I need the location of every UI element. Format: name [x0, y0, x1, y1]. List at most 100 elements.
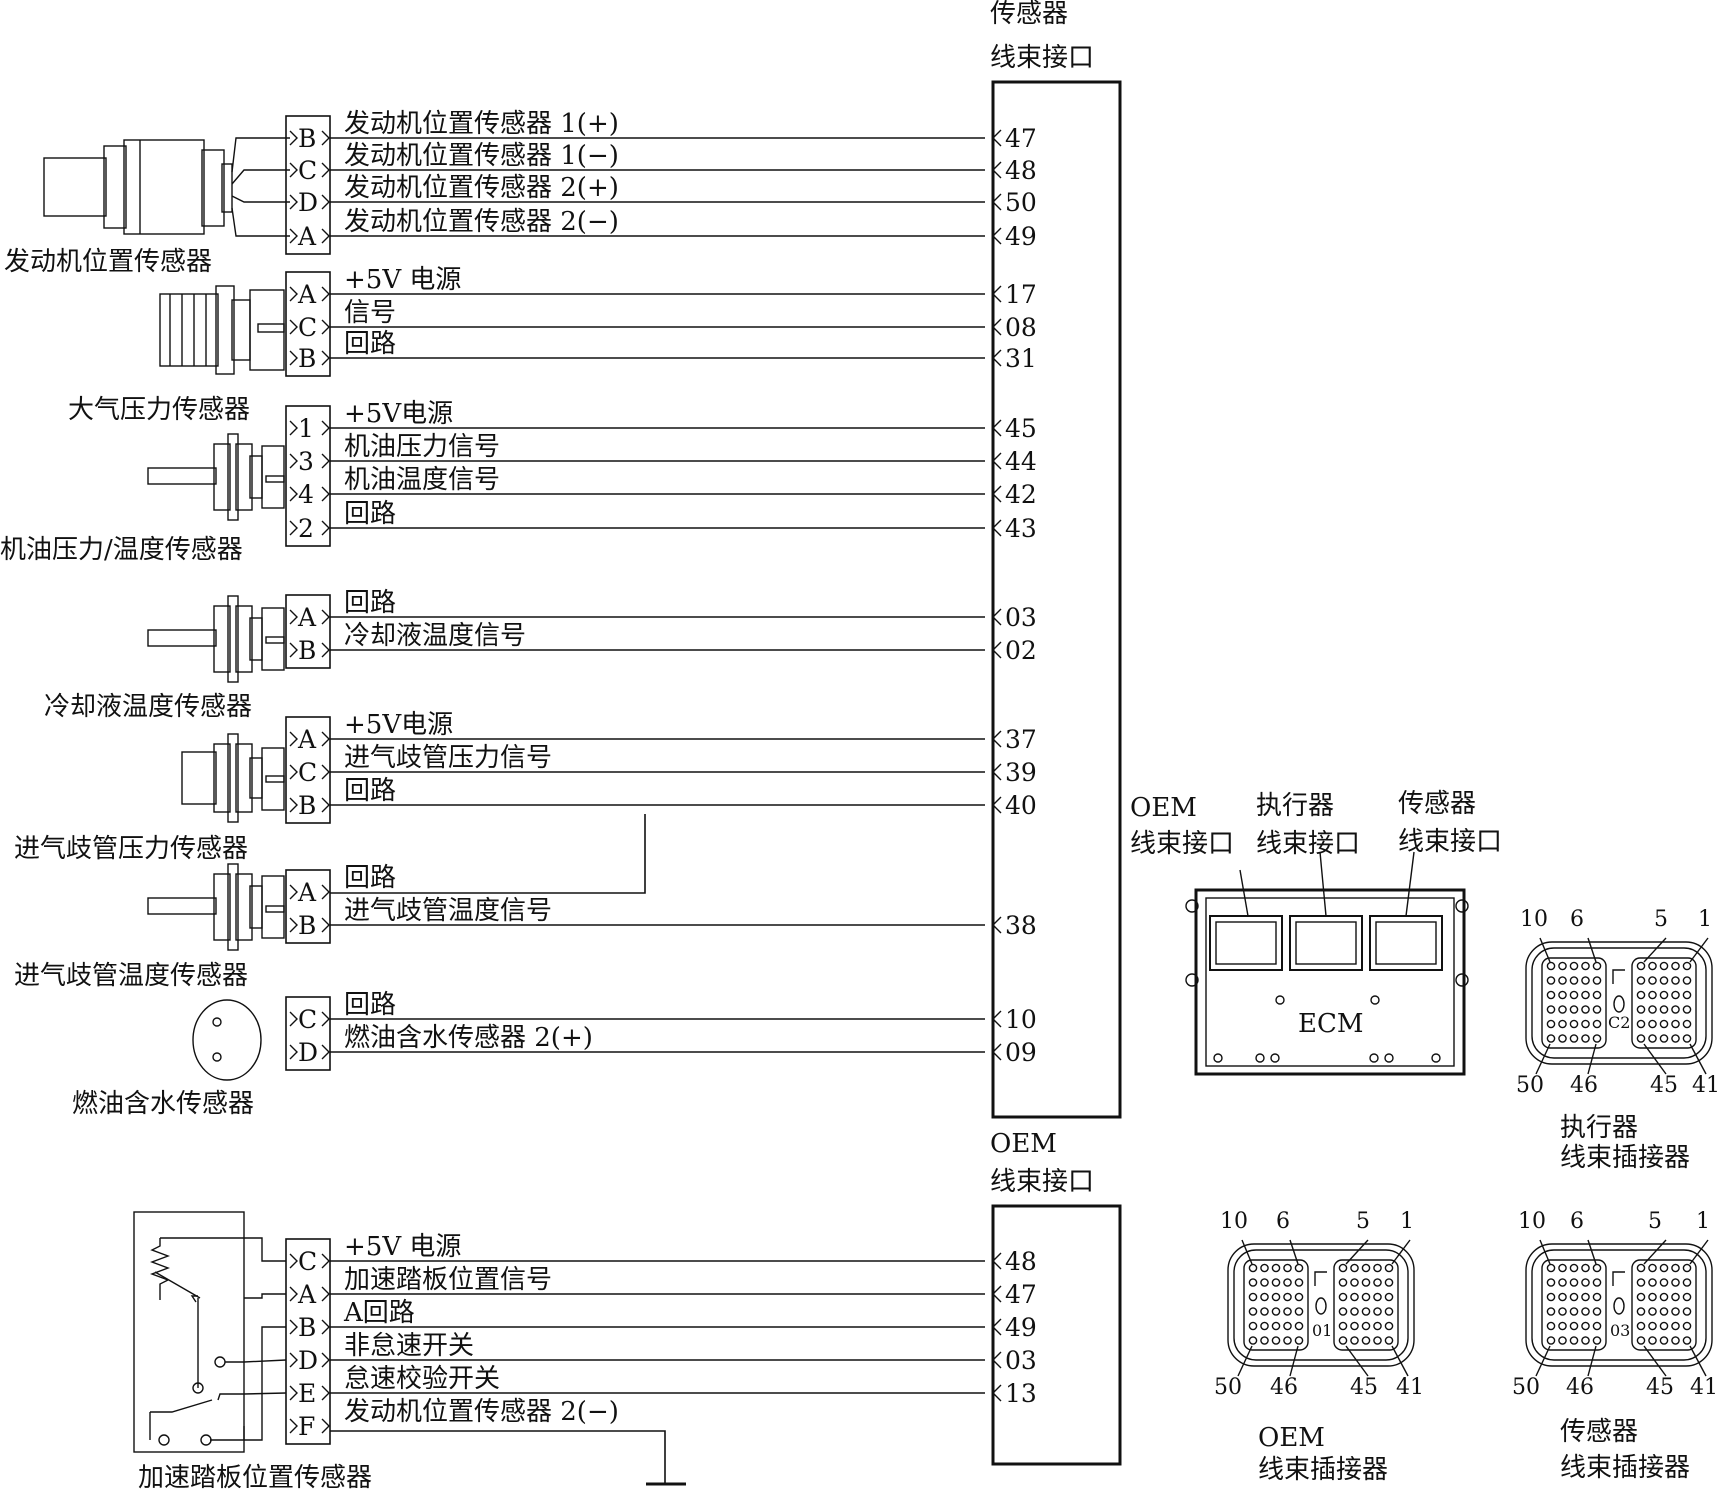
- sensor-1-wire-0-port-chevron-icon: [289, 286, 298, 302]
- connector-0-pin-hole: [1558, 961, 1567, 971]
- connector-1-pin-hole: [1283, 1336, 1292, 1345]
- sensor-2-wire-1-label: 机油压力信号: [344, 432, 500, 462]
- manifold-pressure-sensor-drawing: [181, 733, 285, 823]
- connector-1-pin-hole: [1373, 1278, 1382, 1287]
- pedal-wire-3-pin-chevron-icon: [992, 1351, 1002, 1369]
- connector-0-pin-hole: [1671, 1005, 1680, 1014]
- connector-1-pin-hole: [1294, 1321, 1304, 1331]
- pedal-wire-5-label: 发动机位置传感器 2(−): [344, 1397, 619, 1427]
- connector-1-key-icon: [1315, 1297, 1327, 1315]
- connector-2-pin-hole: [1546, 1336, 1556, 1345]
- pedal-internal-wire-e: [243, 1392, 287, 1395]
- sensor-4-wire-0-port-chevron-out-icon: [321, 731, 330, 747]
- sensor-1-wire-1-port-chevron-icon: [289, 319, 298, 335]
- connector-1-pin-hole: [1294, 1336, 1304, 1345]
- sensor-0-wire-1-port-chevron-out-icon: [321, 162, 330, 178]
- sensor-harness-interface-box: [991, 80, 1122, 1119]
- sensor-4-wire-0-pin-chevron-icon: [992, 730, 1002, 748]
- connector-0-pin-hole: [1546, 1019, 1556, 1029]
- sensor-0-wire-0-port-chevron-icon: [289, 130, 298, 146]
- sensor-0-wire-2-port-letter: D: [298, 188, 318, 217]
- sensor-0-wire-1-pin: 48: [1005, 156, 1037, 185]
- connector-0-face: [1525, 941, 1713, 1065]
- sensor-2-wire-1-pin: 44: [1005, 447, 1037, 476]
- connector-0-pin-block-1: [1631, 957, 1697, 1049]
- pedal-wire-2-label: A回路: [343, 1298, 415, 1328]
- connector-1-pin-hole: [1283, 1292, 1292, 1302]
- connector-1-pin-hole: [1373, 1321, 1382, 1331]
- connector-2-pin-hole: [1659, 1336, 1669, 1345]
- pedal-wire-5-port-chevron-icon: [289, 1418, 298, 1434]
- connector-2-pin-hole: [1558, 1263, 1567, 1273]
- connector-2-pin-hole: [1636, 1307, 1646, 1316]
- connector-1-pin-hole: [1294, 1307, 1304, 1316]
- sensor-6-wire-1-label: 燃油含水传感器 2(+): [344, 1023, 593, 1053]
- connector-2-pin-hole: [1581, 1263, 1590, 1273]
- pedal-wire-1-port-chevron-icon: [289, 1286, 298, 1302]
- sensor-0-wire-0-label: 发动机位置传感器 1(+): [344, 109, 619, 139]
- pedal-wire-3-port-chevron-icon: [289, 1352, 298, 1368]
- connector-1-pin-45: 45: [1350, 1375, 1378, 1400]
- connector-2-pin-hole: [1671, 1321, 1680, 1331]
- sensor-2-wire-1-port-chevron-out-icon: [321, 453, 330, 469]
- oem-header-line2: 线束接口: [990, 1167, 1094, 1197]
- connector-2-leader-5: [1587, 1345, 1597, 1377]
- sensor-3-wire-1-label: 冷却液温度信号: [344, 621, 526, 651]
- ecm-port-oem-line1: OEM: [1130, 793, 1197, 823]
- sensor-2-wire-0-port-letter: 1: [298, 414, 314, 443]
- sensor-name-1: 大气压力传感器: [68, 395, 250, 425]
- ground-icon: [330, 1430, 686, 1486]
- connector-0-latch-icon: [1612, 969, 1625, 984]
- connector-1-pin-hole: [1271, 1307, 1281, 1316]
- connector-0-pin-hole: [1636, 1034, 1646, 1043]
- connector-0-pin-hole: [1569, 1034, 1579, 1043]
- connector-2-pin-hole: [1546, 1292, 1556, 1302]
- connector-0-pin-hole: [1648, 976, 1657, 985]
- connector-2-pin-50: 50: [1512, 1375, 1540, 1400]
- pedal-wire-3-port-letter: D: [298, 1346, 318, 1375]
- connector-2-pin-hole: [1636, 1336, 1646, 1345]
- connector-0-pin-hole: [1682, 990, 1692, 1000]
- connector-0-pin-hole: [1682, 1005, 1692, 1014]
- sensor-0-wire-0-port-letter: B: [298, 124, 316, 153]
- connector-1-pin-hole: [1384, 1263, 1394, 1273]
- connector-0-face-inner: [1531, 947, 1707, 1059]
- connector-2-pin-hole: [1558, 1336, 1567, 1345]
- connector-2-pin-hole: [1581, 1321, 1590, 1331]
- connector-2-pin-hole: [1592, 1278, 1602, 1287]
- sensor-5-wire-0-port-chevron-out-icon: [321, 884, 330, 900]
- connector-1-pin-hole: [1350, 1292, 1359, 1302]
- connector-2-pin-hole: [1636, 1321, 1646, 1331]
- connector-0-pin-41: 41: [1692, 1073, 1718, 1098]
- connector-2-leader-1: [1587, 1239, 1597, 1265]
- pedal-internal-wire-b: [244, 1326, 286, 1441]
- connector-2-pin-hole: [1592, 1292, 1602, 1302]
- connector-0-leader-3: [1689, 937, 1709, 963]
- connector-1-pin-hole: [1373, 1307, 1382, 1316]
- pedal-name: 加速踏板位置传感器: [138, 1463, 372, 1492]
- connector-group: [1227, 937, 1713, 1377]
- pedal-wire-2-pin-chevron-icon: [992, 1318, 1002, 1336]
- sensor-2-wire-3-port-chevron-out-icon: [321, 520, 330, 536]
- connector-1-code: 01: [1312, 1321, 1332, 1340]
- connector-1-leader-2: [1345, 1239, 1369, 1265]
- connector-2-pin-hole: [1546, 1278, 1556, 1287]
- connector-2-pin-hole: [1592, 1263, 1602, 1273]
- connector-1-pin-hole: [1260, 1321, 1269, 1331]
- connector-0-pin-hole: [1648, 1005, 1657, 1014]
- oem-header-line1: OEM: [990, 1129, 1057, 1159]
- connector-1-pin-hole: [1271, 1321, 1281, 1331]
- connector-0-pin-hole: [1569, 1019, 1579, 1029]
- connector-2-pin-hole: [1671, 1263, 1680, 1273]
- connector-1-leader-3: [1391, 1239, 1411, 1265]
- connector-1-leader-1: [1289, 1239, 1299, 1265]
- connector-2-pin-hole: [1659, 1321, 1669, 1331]
- pedal-internal-wire-a: [244, 1293, 286, 1299]
- connector-1-pin-hole: [1260, 1292, 1269, 1302]
- connector-1-pin-hole: [1338, 1263, 1348, 1273]
- connector-1-face: [1227, 1243, 1415, 1367]
- sensor-4-wire-0-port-letter: A: [297, 725, 317, 754]
- pedal-wire-1-port-letter: A: [297, 1280, 317, 1309]
- sensor-4-wire-1-port-chevron-out-icon: [321, 764, 330, 780]
